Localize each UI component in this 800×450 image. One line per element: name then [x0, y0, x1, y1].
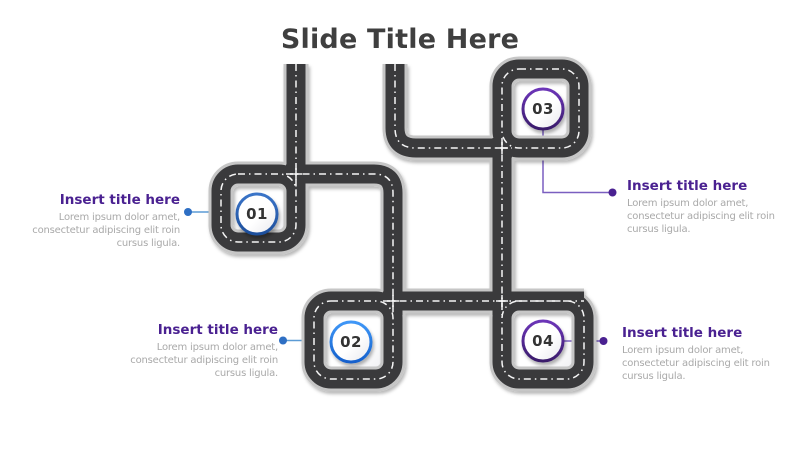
item-body-line: consectetur adipiscing elit roin: [627, 211, 775, 222]
milestone-number-01: 01: [246, 205, 268, 223]
junction-cross-marks: [290, 142, 508, 307]
connector-dot-03: [608, 188, 617, 197]
milestone-number-03: 03: [532, 100, 554, 118]
item-title-01: Insert title here: [59, 192, 180, 208]
slide-title: Slide Title Here: [280, 24, 520, 55]
milestone-circle-01: [235, 192, 279, 236]
item-title-02: Insert title here: [157, 322, 278, 338]
milestone-number-04: 04: [532, 332, 554, 350]
item-body-line: consectetur adipiscing elit roin: [622, 358, 770, 369]
item-body-line: Lorem ipsum dolor amet,: [156, 342, 278, 353]
item-body-line: Lorem ipsum dolor amet,: [58, 212, 180, 223]
milestone-circles: [235, 87, 565, 364]
item-body-line: Lorem ipsum dolor amet,: [622, 345, 744, 356]
milestone-number-02: 02: [340, 333, 362, 351]
milestone-circle-03: [521, 87, 565, 131]
text-block-01: Insert title here Lorem ipsum dolor amet…: [0, 192, 180, 250]
connector-dots: [184, 188, 617, 345]
text-block-02: Insert title here Lorem ipsum dolor amet…: [93, 322, 278, 380]
text-block-03: Insert title here Lorem ipsum dolor amet…: [627, 178, 800, 236]
text-block-04: Insert title here Lorem ipsum dolor amet…: [622, 325, 800, 383]
milestone-circle-02: [329, 320, 373, 364]
item-body-line: consectetur adipiscing elit roin: [32, 225, 180, 236]
item-body-line: consectetur adipiscing elit roin: [130, 355, 278, 366]
connector-dot-01: [184, 208, 192, 216]
item-body-line: cursus ligula.: [214, 368, 279, 379]
connector-dot-02: [279, 336, 287, 345]
connector-dot-04: [599, 337, 608, 345]
item-body-line: cursus ligula.: [627, 224, 691, 235]
item-title-04: Insert title here: [622, 325, 743, 341]
item-body-line: cursus ligula.: [622, 371, 686, 382]
item-body-line: cursus ligula.: [116, 238, 181, 249]
milestone-circle-04: [521, 319, 565, 363]
item-body-line: Lorem ipsum dolor amet,: [627, 198, 749, 209]
item-title-03: Insert title here: [627, 178, 748, 194]
